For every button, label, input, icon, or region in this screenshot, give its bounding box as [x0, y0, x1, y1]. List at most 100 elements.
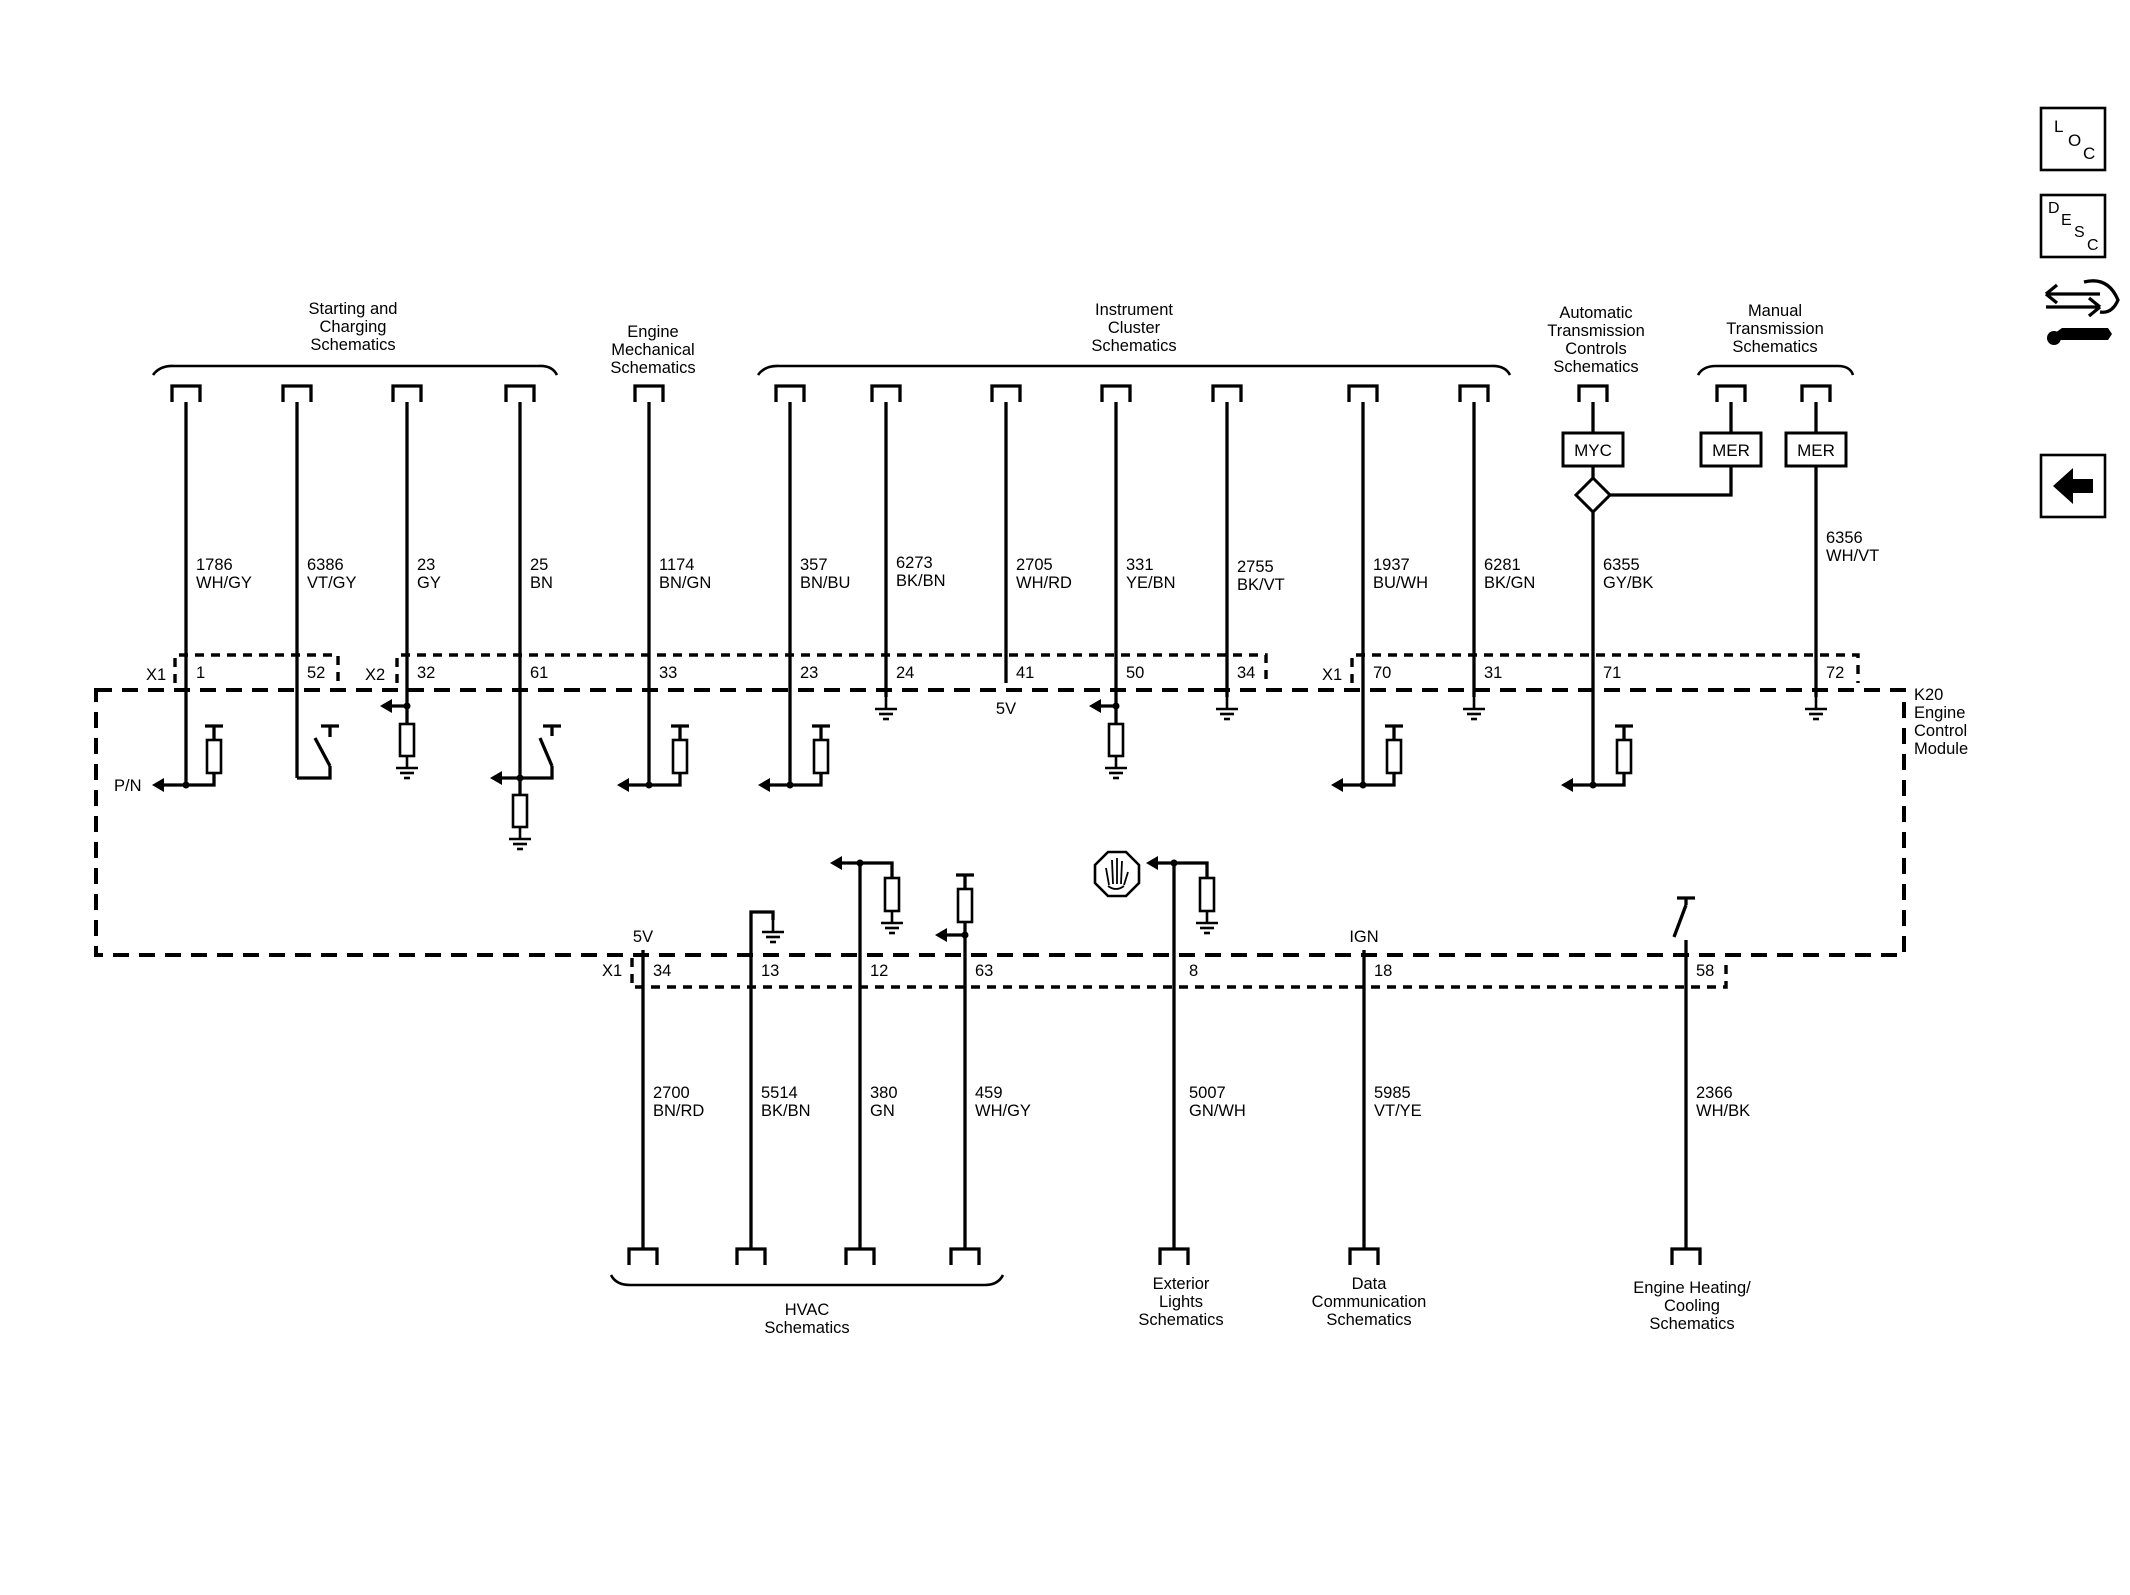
top-wires — [184, 402, 1818, 785]
pin-number: 23 — [800, 664, 818, 682]
splice-diamond — [1573, 475, 1613, 515]
dest-exterior-lights[interactable]: Exterior Lights Schematics — [1138, 1275, 1223, 1329]
dest-label: Transmission — [1547, 322, 1645, 340]
pin-number: 50 — [1126, 664, 1144, 682]
bottom-wires — [641, 950, 1688, 1249]
connector-x2-top: X2 — [365, 653, 1268, 684]
circuit-number: 2755 — [1237, 558, 1274, 576]
option-code: MER — [1797, 441, 1835, 460]
dest-label: Cluster — [1108, 319, 1161, 337]
option-code: MYC — [1574, 441, 1612, 460]
circuit-number: 459 — [975, 1084, 1003, 1102]
wire-color: GY/BK — [1603, 574, 1653, 592]
dest-label: Transmission — [1726, 320, 1824, 338]
circuit-number: 1937 — [1373, 556, 1410, 574]
dest-label: Schematics — [310, 336, 395, 354]
dest-label: Exterior — [1153, 1275, 1210, 1293]
circuit-number: 25 — [530, 556, 548, 574]
circuit-number: 1174 — [659, 556, 694, 574]
loc-letter-l: L — [2054, 117, 2063, 136]
desc-letter-c: C — [2087, 237, 2099, 254]
loc-button[interactable]: L O C — [2039, 106, 2107, 172]
pin-number: 71 — [1603, 664, 1621, 682]
desc-button[interactable]: D E S C — [2039, 193, 2107, 259]
pin-number: 34 — [653, 962, 671, 980]
desc-letter-e: E — [2061, 212, 2072, 229]
pn-label: P/N — [114, 777, 142, 795]
dest-starting-charging[interactable]: Starting and Charging Schematics — [151, 300, 559, 376]
pin-number: 1 — [196, 664, 205, 682]
connector-label: X1 — [146, 666, 166, 684]
pin-number: 63 — [975, 962, 993, 980]
dest-manual-transmission[interactable]: Manual Transmission Schematics — [1696, 302, 1855, 376]
dest-engine-heating-cooling[interactable]: Engine Heating/ Cooling Schematics — [1633, 1279, 1751, 1333]
dest-instrument-cluster[interactable]: Instrument Cluster Schematics — [756, 301, 1512, 376]
dest-label: Starting and — [309, 300, 398, 318]
pin-number: 12 — [870, 962, 888, 980]
desc-letter-d: D — [2048, 200, 2060, 217]
circuit-number: 6356 — [1826, 529, 1863, 547]
engine-control-module[interactable]: K20 Engine Control Module — [94, 686, 1968, 957]
dest-label: Schematics — [764, 1319, 849, 1337]
dest-label: Automatic — [1559, 304, 1632, 322]
wire-color: WH/GY — [196, 574, 252, 592]
pin-number: 72 — [1826, 664, 1844, 682]
circuit-number: 6355 — [1603, 556, 1640, 574]
pin-number: 13 — [761, 962, 779, 980]
option-mer-2: MER — [1784, 402, 1848, 468]
pin-number: 33 — [659, 664, 677, 682]
circuit-number: 1786 — [196, 556, 233, 574]
wire-color: BU/WH — [1373, 574, 1428, 592]
hand-icon — [1093, 850, 1141, 898]
top-circuit-labels: 1786 WH/GY 6386 VT/GY 23 GY 25 BN 1174 B… — [196, 529, 1879, 594]
dest-label: Schematics — [1326, 1311, 1411, 1329]
pin-number: 58 — [1696, 962, 1714, 980]
circuit-number: 380 — [870, 1084, 898, 1102]
circuit-number: 5985 — [1374, 1084, 1411, 1102]
dest-label: Controls — [1565, 340, 1626, 358]
circuit-number: 23 — [417, 556, 435, 574]
dest-label: Manual — [1748, 302, 1802, 320]
dest-label: Cooling — [1664, 1297, 1720, 1315]
connector-tool-icon[interactable] — [2044, 279, 2120, 345]
dest-label: Schematics — [1091, 337, 1176, 355]
pin-number: 24 — [896, 664, 914, 682]
ign-label: IGN — [1349, 928, 1378, 946]
wire-color: VT/GY — [307, 574, 357, 592]
dest-engine-mechanical[interactable]: Engine Mechanical Schematics — [610, 323, 695, 377]
top-pin-labels: 1 52 32 61 33 23 24 41 50 34 70 31 71 72 — [196, 664, 1844, 682]
dest-automatic-transmission[interactable]: Automatic Transmission Controls Schemati… — [1547, 304, 1645, 376]
voltage-5v-top: 5V — [996, 700, 1016, 718]
wire-color: BN/GN — [659, 574, 711, 592]
module-name: Engine — [1914, 704, 1965, 722]
wire-color: BN — [530, 574, 553, 592]
connector-x1-top-right: X1 — [1322, 653, 1860, 684]
pin-number: 18 — [1374, 962, 1392, 980]
dest-label: Schematics — [610, 359, 695, 377]
pin-number: 31 — [1484, 664, 1502, 682]
circuit-number: 357 — [800, 556, 828, 574]
dest-hvac[interactable]: HVAC Schematics — [609, 1274, 1005, 1337]
loc-letter-c: C — [2083, 144, 2095, 163]
top-terminals — [170, 384, 1832, 404]
circuit-number: 6386 — [307, 556, 344, 574]
back-button[interactable] — [2039, 453, 2107, 519]
connector-label: X1 — [1322, 666, 1342, 684]
circuit-number: 2705 — [1016, 556, 1053, 574]
wire-color: WH/RD — [1016, 574, 1072, 592]
module-name: Control — [1914, 722, 1967, 740]
dest-label: Lights — [1159, 1293, 1203, 1311]
dest-label: Schematics — [1649, 1315, 1734, 1333]
wire-color: BK/VT — [1237, 576, 1285, 594]
dest-label: Engine — [627, 323, 678, 341]
dest-data-communication[interactable]: Data Communication Schematics — [1312, 1275, 1427, 1329]
wire-color: WH/VT — [1826, 547, 1879, 565]
circuit-number: 6273 — [896, 554, 933, 572]
pin-number: 8 — [1189, 962, 1198, 980]
dest-label: Data — [1352, 1275, 1388, 1293]
loc-letter-o: O — [2068, 131, 2081, 150]
dest-label: Schematics — [1553, 358, 1638, 376]
wire-color: GN/WH — [1189, 1102, 1246, 1120]
wire-color: BN/RD — [653, 1102, 704, 1120]
connector-x1-bottom: X1 — [602, 958, 1728, 989]
